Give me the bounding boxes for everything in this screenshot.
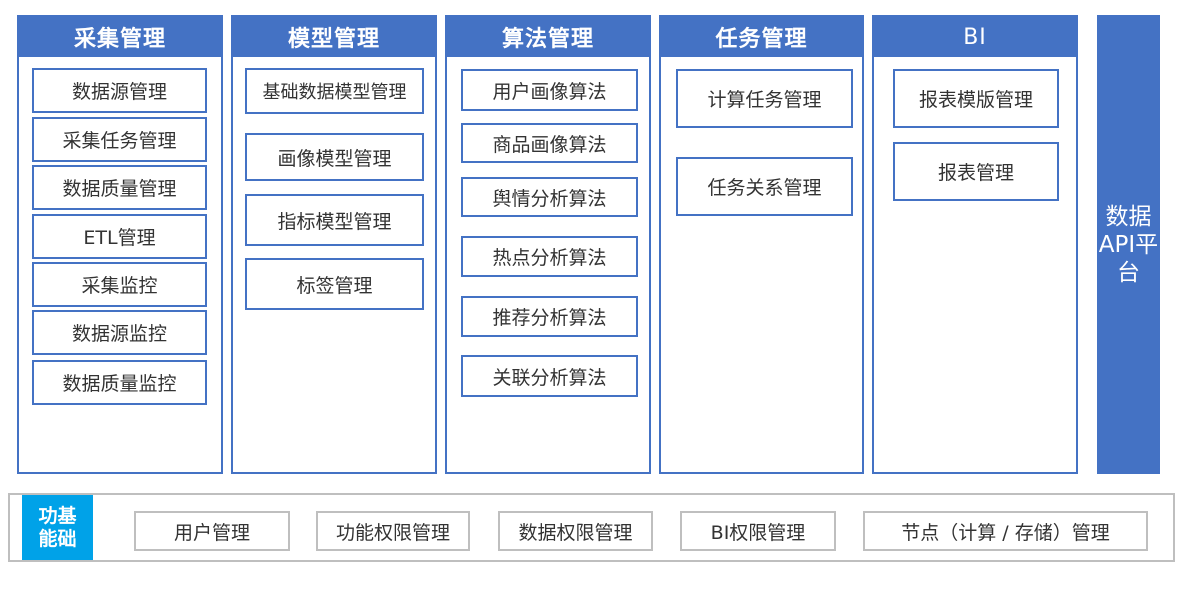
- item-sentiment-algo[interactable]: 舆情分析算法: [461, 177, 638, 217]
- basic-functions-label: 功基能础: [22, 495, 93, 560]
- item-user-portrait-algo[interactable]: 用户画像算法: [461, 69, 638, 111]
- item-report-template-mgmt[interactable]: 报表模版管理: [893, 69, 1059, 128]
- module-model-title: 模型管理: [233, 17, 435, 57]
- basic-node-mgmt[interactable]: 节点（计算 / 存储）管理: [863, 511, 1148, 551]
- item-product-portrait-algo[interactable]: 商品画像算法: [461, 123, 638, 163]
- module-algorithm-title: 算法管理: [447, 17, 649, 57]
- item-data-quality-monitor[interactable]: 数据质量监控: [32, 360, 207, 405]
- module-collection: 采集管理 数据源管理 采集任务管理 数据质量管理 ETL管理 采集监控 数据源监…: [17, 15, 223, 474]
- module-algorithm: 算法管理 用户画像算法 商品画像算法 舆情分析算法 热点分析算法 推荐分析算法 …: [445, 15, 651, 474]
- module-bi-title: BI: [874, 17, 1076, 57]
- item-metric-model-mgmt[interactable]: 指标模型管理: [245, 194, 424, 246]
- module-task-title: 任务管理: [661, 17, 862, 57]
- item-data-quality-mgmt[interactable]: 数据质量管理: [32, 165, 207, 210]
- data-api-platform-label: 数据API平台: [1098, 203, 1159, 286]
- basic-bi-permission-mgmt[interactable]: BI权限管理: [680, 511, 836, 551]
- module-model: 模型管理 基础数据模型管理 画像模型管理 指标模型管理 标签管理: [231, 15, 437, 474]
- item-base-data-model-mgmt[interactable]: 基础数据模型管理: [245, 68, 424, 114]
- item-tag-mgmt[interactable]: 标签管理: [245, 258, 424, 310]
- basic-function-permission-mgmt[interactable]: 功能权限管理: [316, 511, 470, 551]
- item-compute-task-mgmt[interactable]: 计算任务管理: [676, 69, 853, 128]
- basic-data-permission-mgmt[interactable]: 数据权限管理: [498, 511, 653, 551]
- item-etl-mgmt[interactable]: ETL管理: [32, 214, 207, 259]
- module-collection-title: 采集管理: [19, 17, 221, 57]
- item-report-mgmt[interactable]: 报表管理: [893, 142, 1059, 201]
- item-recommend-algo[interactable]: 推荐分析算法: [461, 296, 638, 337]
- basic-functions: 功基能础 用户管理 功能权限管理 数据权限管理 BI权限管理 节点（计算 / 存…: [8, 493, 1175, 562]
- data-api-platform[interactable]: 数据API平台: [1097, 15, 1160, 474]
- item-task-relation-mgmt[interactable]: 任务关系管理: [676, 157, 853, 216]
- module-bi: BI 报表模版管理 报表管理: [872, 15, 1078, 474]
- basic-user-mgmt[interactable]: 用户管理: [134, 511, 290, 551]
- item-datasource-mgmt[interactable]: 数据源管理: [32, 68, 207, 113]
- item-collect-monitor[interactable]: 采集监控: [32, 262, 207, 307]
- module-task: 任务管理 计算任务管理 任务关系管理: [659, 15, 864, 474]
- item-collect-task-mgmt[interactable]: 采集任务管理: [32, 117, 207, 162]
- item-datasource-monitor[interactable]: 数据源监控: [32, 310, 207, 355]
- item-hotspot-algo[interactable]: 热点分析算法: [461, 236, 638, 277]
- item-portrait-model-mgmt[interactable]: 画像模型管理: [245, 133, 424, 181]
- item-association-algo[interactable]: 关联分析算法: [461, 355, 638, 397]
